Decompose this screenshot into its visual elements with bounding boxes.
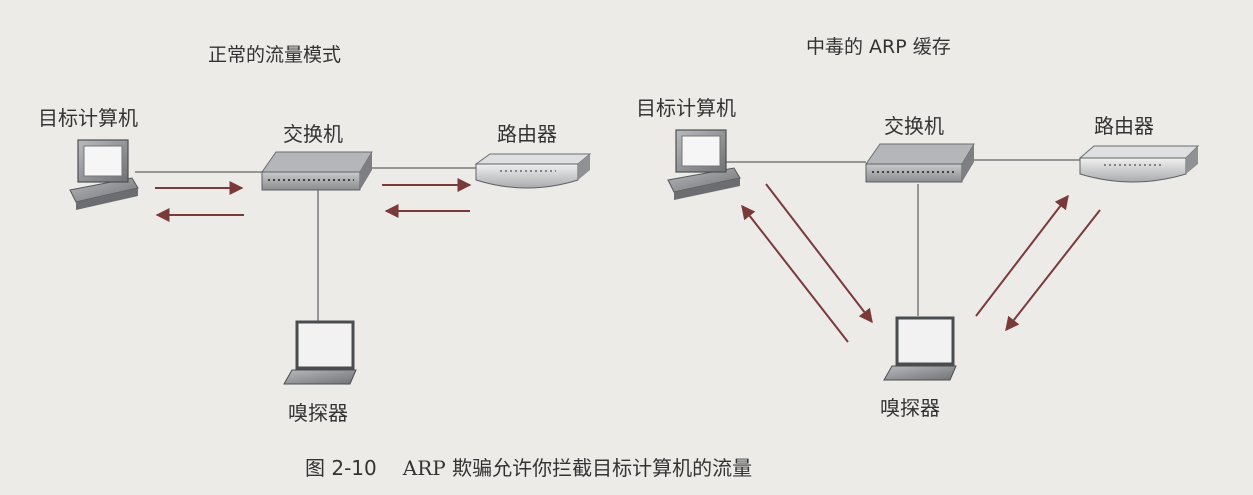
right-switch-label: 交换机 (884, 114, 944, 138)
arrow-router-to-sniffer (1005, 209, 1101, 332)
switch-icon (261, 151, 373, 191)
left-router-label: 路由器 (497, 122, 557, 146)
right-panel-title: 中毒的 ARP 缓存 (806, 36, 951, 58)
router-icon (474, 153, 592, 189)
right-router-label: 路由器 (1094, 114, 1154, 138)
caption-text: ARP 欺骗允许你拦截目标计算机的流量 (402, 456, 753, 480)
right-panel (667, 129, 1200, 381)
figure-number: 图 2-10 (305, 456, 377, 480)
left-sniffer-label: 嗅探器 (288, 401, 348, 425)
switch-icon (865, 143, 975, 183)
right-target-label: 目标计算机 (636, 96, 736, 120)
arrow-sniffer-to-target (741, 204, 849, 343)
router-icon (1078, 145, 1200, 183)
arrow-target-to-sniffer (765, 183, 873, 324)
left-target-label: 目标计算机 (38, 106, 138, 130)
sniffer-laptop-icon (283, 320, 357, 385)
left-panel-title: 正常的流量模式 (208, 44, 342, 66)
left-panel (69, 139, 592, 385)
target-computer-icon (667, 129, 741, 200)
arrow-sniffer-to-router (975, 194, 1069, 317)
left-switch-label: 交换机 (283, 122, 343, 146)
right-sniffer-label: 嗅探器 (880, 396, 940, 420)
target-computer-icon (69, 139, 139, 210)
sniffer-laptop-icon (883, 316, 957, 381)
figure-caption: 图 2-10 ARP 欺骗允许你拦截目标计算机的流量 (305, 452, 752, 481)
